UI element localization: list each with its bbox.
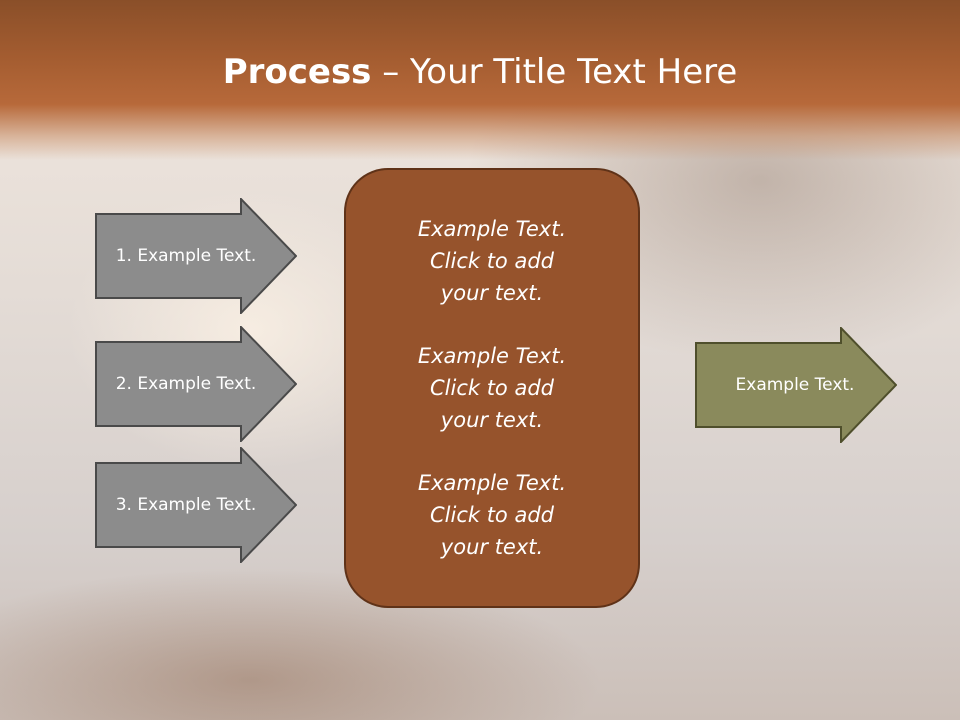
title-bold-part: Process bbox=[222, 52, 372, 92]
title-rest-part: – Your Title Text Here bbox=[371, 52, 738, 92]
input-arrow-label: 1. Example Text. bbox=[115, 246, 257, 266]
center-text-3[interactable]: Example Text. Click to add your text. bbox=[417, 471, 567, 559]
title-bar bbox=[0, 0, 960, 160]
input-arrow-2[interactable]: 2. Example Text. bbox=[95, 326, 297, 442]
input-arrow-1[interactable]: 1. Example Text. bbox=[95, 198, 297, 314]
arrow-shape bbox=[695, 327, 897, 443]
input-arrow-3[interactable]: 3. Example Text. bbox=[95, 447, 297, 563]
arrow-shape bbox=[95, 447, 297, 563]
center-text-2[interactable]: Example Text. Click to add your text. bbox=[417, 344, 567, 432]
arrow-shape bbox=[95, 326, 297, 442]
arrow-shape bbox=[95, 198, 297, 314]
output-arrow-label: Example Text. bbox=[735, 375, 855, 395]
slide-title[interactable]: Process – Your Title Text Here bbox=[0, 52, 960, 92]
center-process-box[interactable]: Example Text. Click to add your text. Ex… bbox=[344, 168, 640, 608]
input-arrow-label: 3. Example Text. bbox=[115, 495, 257, 515]
output-arrow[interactable]: Example Text. bbox=[695, 327, 897, 443]
input-arrow-label: 2. Example Text. bbox=[115, 374, 257, 394]
center-text-1[interactable]: Example Text. Click to add your text. bbox=[417, 217, 567, 305]
